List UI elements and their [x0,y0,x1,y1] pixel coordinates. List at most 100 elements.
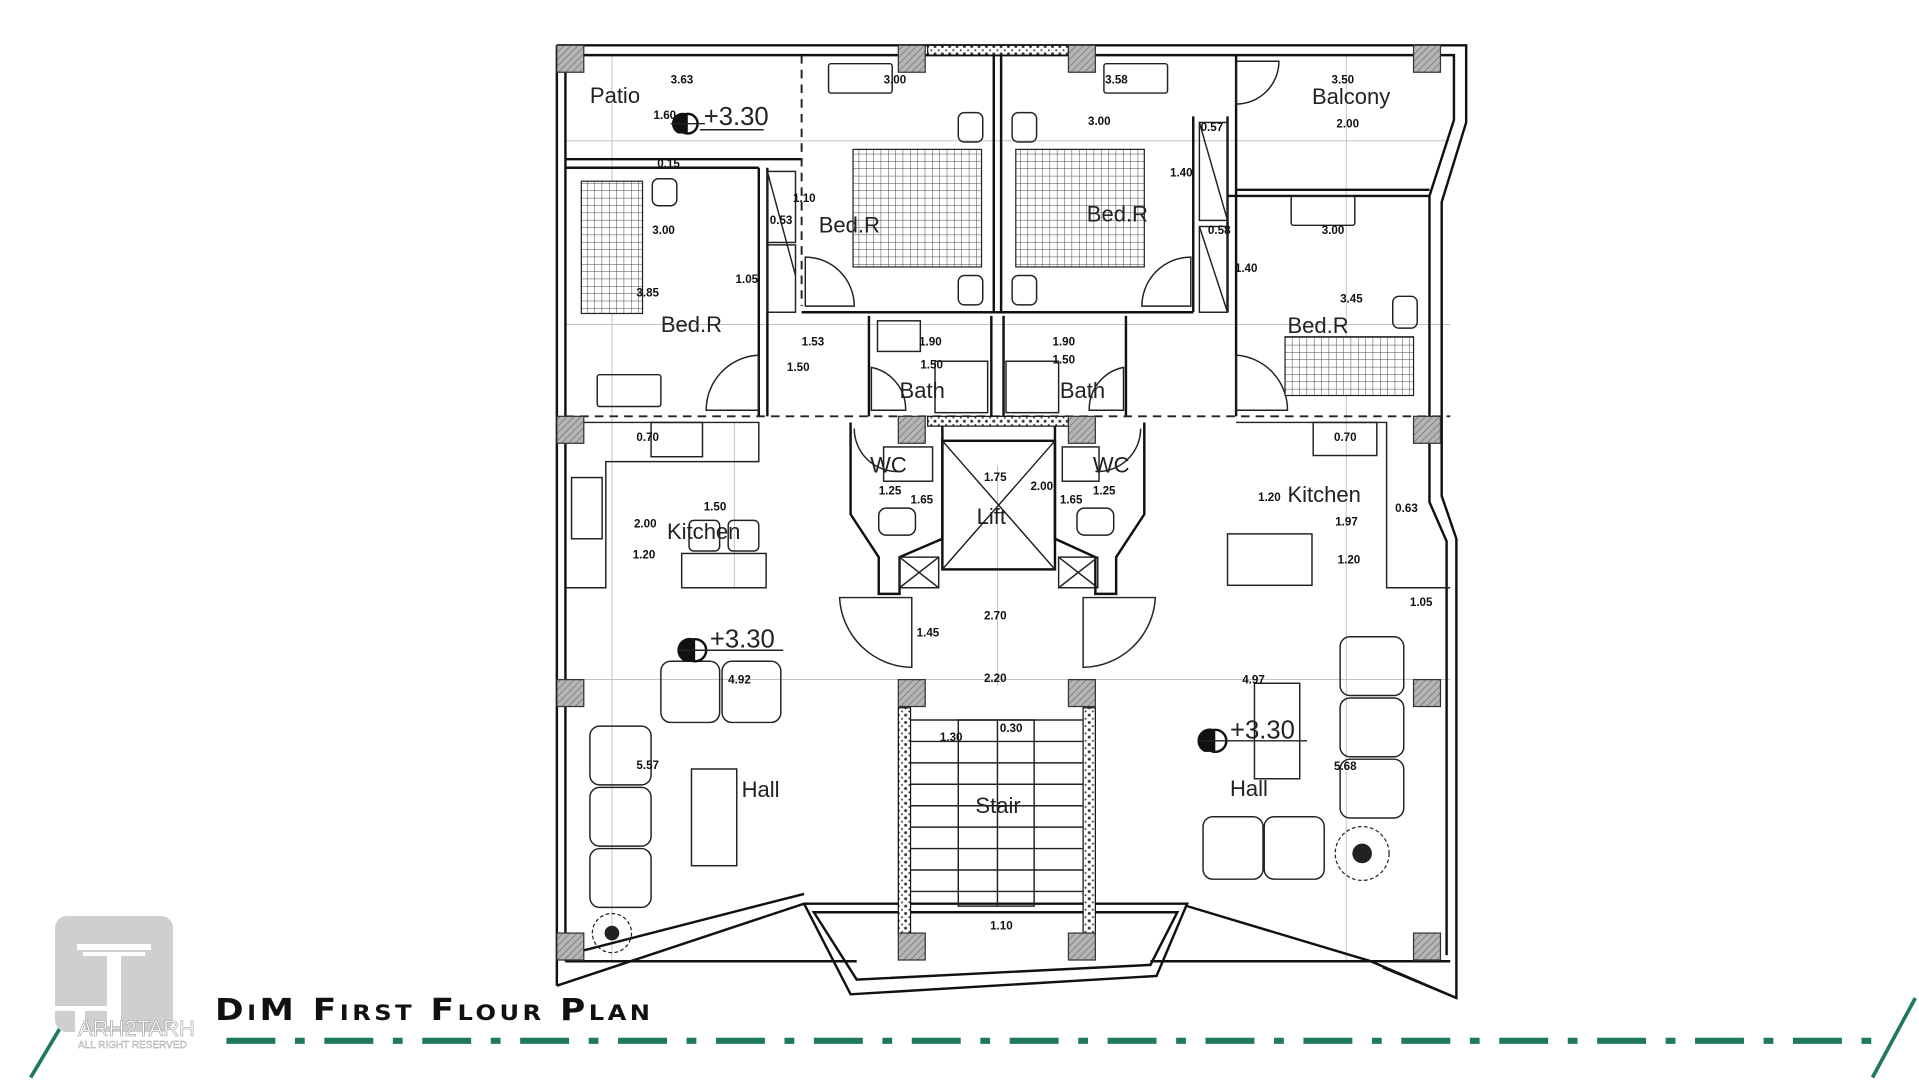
dimension-label: 3.00 [884,73,907,86]
room-label-lift: Lift [977,504,1006,529]
column [556,678,585,708]
dimension-label: 1.50 [704,501,727,514]
room-label-bedroom: Bed.R [1287,313,1348,338]
staircase [910,719,1084,907]
interior-walls [565,44,1451,935]
dimension-label: 1.65 [1060,493,1083,506]
dimension-label: 0.70 [636,431,659,444]
column [556,932,585,961]
room-label-stair: Stair [975,793,1020,818]
dimension-label: 4.97 [1242,673,1265,686]
room-label-balcony: Balcony [1312,84,1390,109]
doors [705,60,1289,669]
room-label-bedroom: Bed.R [1087,202,1148,227]
dimension-label: 1.30 [940,731,963,744]
dimension-label: 1.50 [1053,354,1076,367]
dimension-label: 1.90 [1053,335,1076,348]
dimension-label: 1.60 [654,109,677,122]
column [556,44,585,73]
room-label-bath: Bath [900,378,945,403]
column [556,415,585,444]
dimension-label: 3.45 [1340,292,1363,305]
room-label-wc: WC [1093,453,1130,478]
dimension-label: 1.75 [984,471,1007,484]
column [897,44,926,73]
dimension-label: 1.97 [1335,515,1358,528]
room-label-bedroom: Bed.R [819,213,880,238]
room-label-patio: Patio [590,83,640,108]
column [897,415,926,444]
furniture [565,62,1451,909]
column [897,932,926,961]
room-label-bedroom: Bed.R [661,312,722,337]
column [1412,415,1442,444]
dimension-label: 1.20 [1258,491,1281,504]
dimension-labels: 3.63 1.60 3.00 3.58 3.50 2.00 3.00 0.57 1.40 0.15… [633,73,1433,932]
dimension-label: 2.20 [984,672,1007,685]
logo-name: ARH2TARH [78,1016,196,1042]
dimension-label: 1.53 [802,335,825,348]
room-label-hall: Hall [1230,776,1268,801]
structural-columns [556,44,1442,961]
dimension-label: 0.53 [770,214,793,227]
column-logo-icon [53,944,151,1036]
column [1067,415,1096,444]
dimension-label: 1.50 [787,361,810,374]
dimension-label: 0.63 [1395,502,1418,515]
column [1412,678,1442,708]
dimension-label: 1.10 [793,192,816,205]
room-label-kitchen: Kitchen [667,519,740,544]
level-marker-icon [670,112,1308,754]
dimension-label: 0.58 [1208,224,1231,237]
room-label-wc: WC [870,453,907,478]
dimension-label: 3.00 [652,224,675,237]
level-label: +3.30 [710,626,775,654]
page-title: DiM First Flour Plan [215,993,654,1028]
dimension-label: 1.90 [919,335,942,348]
dimension-label: 2.00 [1336,117,1359,130]
room-labels: Patio Balcony Bed.R Bed.R Bed.R Bed.R Ba… [590,83,1390,818]
dimension-label: 3.63 [671,73,694,86]
dimension-label: 1.25 [879,485,902,498]
column [897,678,926,708]
dimension-label: 0.15 [657,158,680,171]
level-label: +3.30 [1230,716,1295,744]
dimension-label: 3.58 [1105,73,1128,86]
axis-lines [565,55,1451,962]
logo [53,916,173,1036]
dimension-label: 1.65 [911,493,934,506]
dimension-label: 3.00 [1088,115,1111,128]
dimension-label: 1.20 [633,548,656,561]
outer-walls [555,44,1468,1000]
room-label-kitchen: Kitchen [1287,482,1360,507]
dimension-label: 1.10 [990,919,1013,932]
dimension-label: 1.40 [1235,262,1258,275]
column [1412,44,1442,73]
column [1067,932,1096,961]
dimension-label: 5.68 [1334,760,1357,773]
dimension-label: 2.70 [984,610,1007,623]
dimension-label: 3.00 [1322,224,1345,237]
logo-tagline: ALL RIGHT RESERVED [78,1040,187,1051]
dimension-label: 3.85 [636,286,659,299]
dimension-label: 1.50 [920,359,943,372]
dimension-label: 2.00 [1030,480,1053,493]
column [1067,44,1096,73]
plant-icon [591,825,1390,954]
dimension-label: 1.25 [1093,485,1116,498]
dimension-label: 1.45 [917,627,940,640]
dimension-label: 0.57 [1201,121,1224,134]
column [1067,678,1096,708]
dimension-label: 3.50 [1332,73,1355,86]
dimension-label: 1.05 [1410,596,1433,609]
dimension-label: 1.05 [736,273,759,286]
level-label: +3.30 [704,103,769,131]
room-label-hall: Hall [742,777,780,802]
dimension-label: 5.57 [636,759,659,772]
dimension-label: 1.20 [1338,553,1361,566]
room-label-bath: Bath [1060,378,1105,403]
dimension-label: 2.00 [634,518,657,531]
column [1412,932,1442,961]
dimension-label: 1.40 [1170,166,1193,179]
